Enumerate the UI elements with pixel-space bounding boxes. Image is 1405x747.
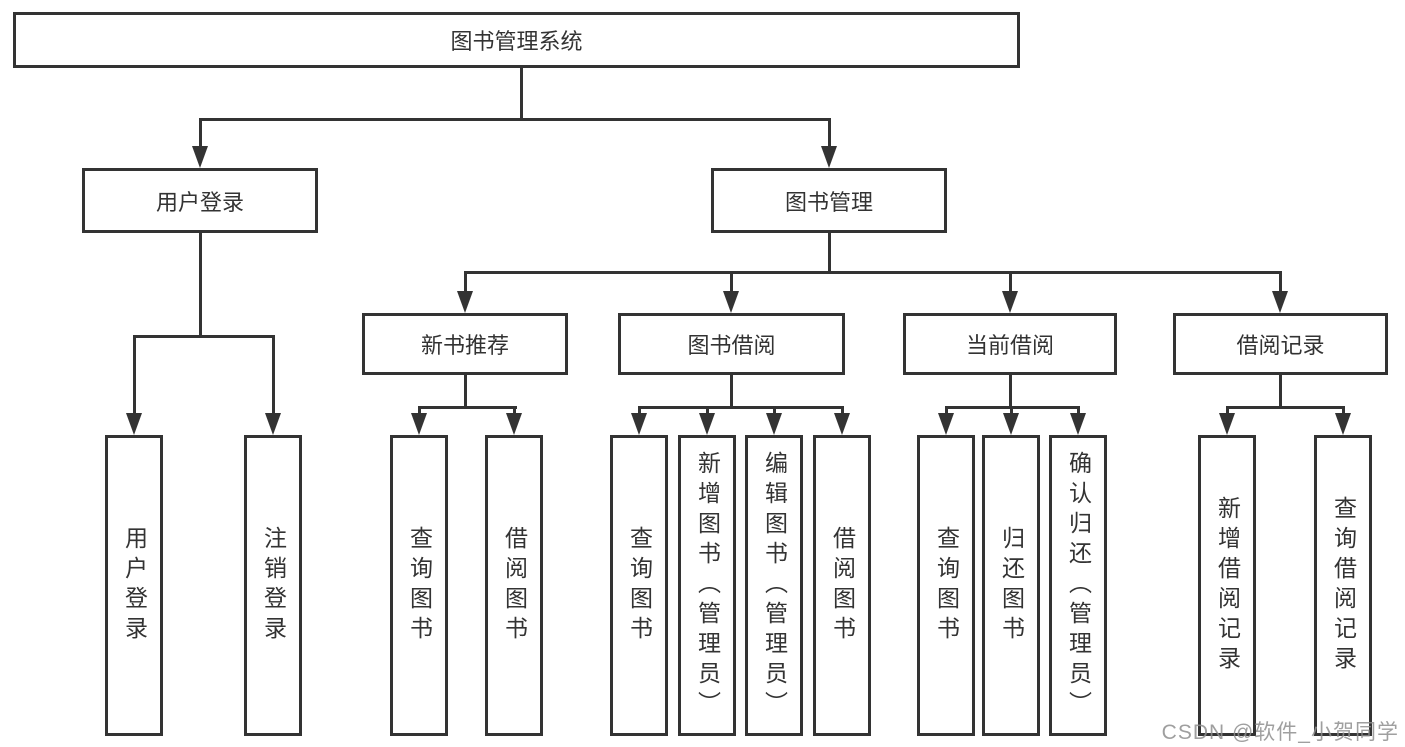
arrow-to-borrow-book-2-icon <box>834 413 850 435</box>
node-new-book-recommend-label: 新书推荐 <box>420 333 509 358</box>
arrow-to-query-book-3-icon <box>938 413 954 435</box>
arrow-to-new-book-recommend-icon <box>457 291 473 313</box>
arrow-to-edit-book-admin-icon <box>766 413 782 435</box>
connector-newbook-leaf2-line <box>513 406 516 416</box>
connector-userlogin-leaf1-line <box>133 335 136 415</box>
connector-borrowrecord-bar <box>1226 406 1344 409</box>
leaf-query-borrow-record-label: 查询借阅记录 <box>1330 495 1357 676</box>
connector-userlogin-leaf2-line <box>272 335 275 415</box>
leaf-logout: 注销登录 <box>244 435 302 736</box>
connector-newbook-stub <box>464 375 467 406</box>
leaf-query-book-1-label: 查询图书 <box>406 525 433 646</box>
connector-borrowrecord-leaf1-line <box>1226 406 1229 416</box>
connector-currentborrow-leaf2-line <box>1010 406 1013 416</box>
connector-bookborrow-leaf3-line <box>773 406 776 416</box>
arrow-to-book-management-icon <box>821 146 837 168</box>
node-book-borrow: 图书借阅 <box>618 313 845 375</box>
arrow-to-leaf-logout-icon <box>265 413 281 435</box>
leaf-query-borrow-record: 查询借阅记录 <box>1314 435 1372 736</box>
connector-bookborrow-stub <box>730 375 733 406</box>
arrow-to-query-book-1-icon <box>411 413 427 435</box>
arrow-to-borrow-record-icon <box>1272 291 1288 313</box>
leaf-add-book-admin: 新增图书（管理员） <box>678 435 736 736</box>
leaf-logout-label: 注销登录 <box>260 525 287 646</box>
node-root-system: 图书管理系统 <box>13 12 1020 68</box>
arrow-to-leaf-user-login-icon <box>126 413 142 435</box>
leaf-add-book-admin-label: 新增图书（管理员） <box>694 450 721 721</box>
leaf-edit-book-admin: 编辑图书（管理员） <box>745 435 803 736</box>
arrow-to-borrow-book-1-icon <box>506 413 522 435</box>
node-new-book-recommend: 新书推荐 <box>362 313 568 375</box>
csdn-watermark: CSDN @软件_小贺同学 <box>1161 721 1399 744</box>
connector-to-borrowrecord-line <box>1279 271 1282 293</box>
connector-bookborrow-leaf4-line <box>841 406 844 416</box>
arrow-to-return-book-icon <box>1003 413 1019 435</box>
leaf-query-book-3: 查询图书 <box>917 435 975 736</box>
leaf-user-login: 用户登录 <box>105 435 163 736</box>
leaf-confirm-return-admin: 确认归还（管理员） <box>1049 435 1107 736</box>
arrow-to-user-login-icon <box>192 146 208 168</box>
arrow-to-query-borrow-record-icon <box>1335 413 1351 435</box>
connector-bookborrow-bar <box>638 406 844 409</box>
connector-to-newbook-line <box>464 271 467 293</box>
node-root-label: 图书管理系统 <box>450 29 583 54</box>
node-borrow-record-label: 借阅记录 <box>1236 333 1325 358</box>
leaf-query-book-3-label: 查询图书 <box>933 525 960 646</box>
leaf-return-book: 归还图书 <box>982 435 1040 736</box>
arrow-to-book-borrow-icon <box>723 291 739 313</box>
arrow-to-add-book-admin-icon <box>699 413 715 435</box>
connector-root-stub <box>520 68 523 118</box>
node-user-login-branch: 用户登录 <box>82 168 318 233</box>
connector-borrowrecord-stub <box>1279 375 1282 406</box>
node-book-management-branch: 图书管理 <box>711 168 947 233</box>
node-book-borrow-label: 图书借阅 <box>687 333 776 358</box>
leaf-add-borrow-record: 新增借阅记录 <box>1198 435 1256 736</box>
connector-to-currentborrow-line <box>1009 271 1012 293</box>
leaf-confirm-return-admin-label: 确认归还（管理员） <box>1065 450 1092 721</box>
leaf-query-book-2-label: 查询图书 <box>626 525 653 646</box>
leaf-return-book-label: 归还图书 <box>998 525 1025 646</box>
leaf-add-borrow-record-label: 新增借阅记录 <box>1214 495 1241 676</box>
connector-userlogin-bar <box>133 335 275 338</box>
leaf-user-login-label: 用户登录 <box>121 525 148 646</box>
arrow-to-confirm-return-admin-icon <box>1070 413 1086 435</box>
connector-bookborrow-leaf2-line <box>706 406 709 416</box>
connector-currentborrow-stub <box>1009 375 1012 406</box>
node-current-borrow: 当前借阅 <box>903 313 1117 375</box>
leaf-borrow-book-1: 借阅图书 <box>485 435 543 736</box>
connector-bookmgmt-stub <box>828 233 831 271</box>
connector-root-to-bookmgmt-line <box>828 118 831 148</box>
leaf-edit-book-admin-label: 编辑图书（管理员） <box>761 450 788 721</box>
arrow-to-current-borrow-icon <box>1002 291 1018 313</box>
leaf-query-book-2: 查询图书 <box>610 435 668 736</box>
leaf-borrow-book-2-label: 借阅图书 <box>829 525 856 646</box>
connector-bookmgmt-bar <box>464 271 1282 274</box>
leaf-borrow-book-1-label: 借阅图书 <box>501 525 528 646</box>
connector-borrowrecord-leaf2-line <box>1342 406 1345 416</box>
connector-root-bar <box>199 118 831 121</box>
node-user-login-label: 用户登录 <box>155 189 244 215</box>
connector-currentborrow-leaf1-line <box>945 406 948 416</box>
connector-root-to-userlogin-line <box>199 118 202 148</box>
node-borrow-record: 借阅记录 <box>1173 313 1388 375</box>
node-current-borrow-label: 当前借阅 <box>965 333 1054 358</box>
leaf-borrow-book-2: 借阅图书 <box>813 435 871 736</box>
connector-userlogin-stub <box>199 233 202 335</box>
leaf-query-book-1: 查询图书 <box>390 435 448 736</box>
node-book-management-label: 图书管理 <box>784 189 873 215</box>
connector-currentborrow-leaf3-line <box>1077 406 1080 416</box>
arrow-to-add-borrow-record-icon <box>1219 413 1235 435</box>
connector-newbook-leaf1-line <box>418 406 421 416</box>
connector-bookborrow-leaf1-line <box>638 406 641 416</box>
connector-newbook-bar <box>418 406 517 409</box>
arrow-to-query-book-2-icon <box>631 413 647 435</box>
connector-to-bookborrow-line <box>730 271 733 293</box>
